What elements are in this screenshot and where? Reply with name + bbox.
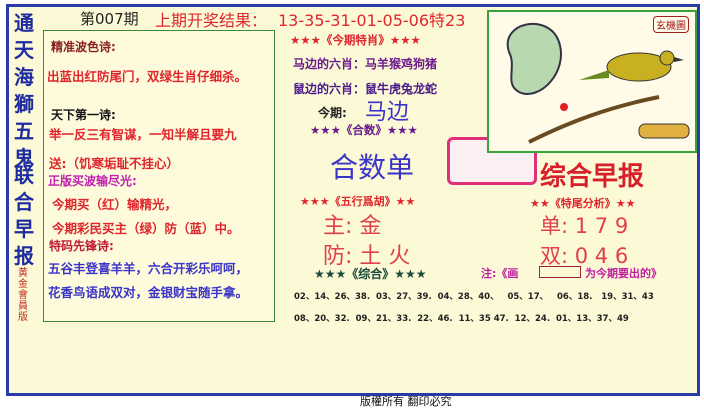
rat-side: 鼠边的六肖：鼠牛虎兔龙蛇 bbox=[293, 82, 438, 96]
side-small-label: 黄金會員版 bbox=[18, 268, 28, 323]
sum-value: 合数单 bbox=[330, 151, 415, 184]
sum-title: ★★★《合数》★★★ bbox=[310, 123, 418, 137]
poem-line: 出蓝出红防尾门，双绿生肖仔细杀。 bbox=[47, 69, 248, 84]
side-char: 早 bbox=[14, 217, 34, 241]
side-char: 天 bbox=[14, 38, 34, 62]
logo-seal: 玄機圖 bbox=[653, 16, 689, 33]
wuxing-guard: 防: 土 火 bbox=[323, 244, 411, 269]
this-period-value: 马边 bbox=[365, 100, 410, 125]
side-char: 鬼 bbox=[14, 146, 34, 170]
side-char: 海 bbox=[14, 65, 34, 89]
this-period-label: 今期: bbox=[318, 106, 347, 120]
side-char: 五 bbox=[14, 119, 34, 143]
bird-branch-image bbox=[506, 23, 690, 144]
poem-box bbox=[43, 30, 275, 322]
note-box bbox=[539, 266, 581, 278]
copyright-footer: 版權所有 翻印必究 bbox=[360, 395, 452, 408]
poem-line: 五谷丰登喜羊羊，六合开彩乐呵呵， bbox=[48, 261, 249, 276]
side-char: 獅 bbox=[14, 92, 34, 116]
last-result-label: 上期开奖结果： bbox=[155, 11, 268, 30]
side-char: 通 bbox=[14, 11, 34, 35]
combo-numbers-row: 02、14、26、38. 03、27、39. 04、28、40、 05、17、 … bbox=[294, 292, 654, 302]
poem-title: 正版买波输尽光: bbox=[48, 174, 137, 188]
combo-note: 注:《画 bbox=[481, 267, 519, 280]
tail-title: ★★《特尾分析》★★ bbox=[530, 197, 636, 210]
side-char: 报 bbox=[14, 244, 34, 268]
poem-line: 花香鸟语成双对，金银财宝随手拿。 bbox=[48, 285, 249, 300]
poem-line: 送:（饥寒垢耻不挂心） bbox=[49, 156, 179, 171]
poem-line: 举一反三有智谋，一知半解且要九 bbox=[49, 127, 237, 142]
brand-title: 综合早报 bbox=[540, 162, 645, 192]
combo-note-end: 为今期要出的》 bbox=[585, 267, 662, 280]
side-title-bottom: 联 合 早 报 bbox=[12, 162, 36, 270]
special-title: ★★★《今期特肖》★★★ bbox=[290, 33, 421, 47]
issue-number: 第007期 bbox=[80, 10, 139, 28]
last-result: 13-35-31-01-05-06特23 bbox=[278, 11, 466, 30]
poem-line: 今期买（红）输精光， bbox=[52, 197, 178, 212]
combo-numbers-row: 08、20、32. 09、21、33. 22、46. 11、35 47. 12、… bbox=[294, 314, 629, 324]
bird-illustration: 玄機圖 bbox=[487, 10, 697, 153]
side-char: 合 bbox=[14, 190, 34, 214]
wuxing-main: 主: 金 bbox=[323, 214, 382, 239]
side-title-top: 通 天 海 獅 五 鬼 bbox=[12, 10, 36, 172]
combo-title: ★★★《综合》★★★ bbox=[314, 267, 427, 281]
poem-line: 今期彩民买主（绿）防（蓝）中。 bbox=[52, 221, 240, 236]
tail-even: 双: 0 4 6 bbox=[540, 244, 629, 268]
poem-title: 天下第一诗: bbox=[51, 108, 116, 122]
poem-title: 精准波色诗: bbox=[51, 40, 116, 54]
side-char: 联 bbox=[14, 163, 34, 187]
horse-side: 马边的六肖：马羊猴鸡狗猪 bbox=[293, 57, 438, 71]
wuxing-title: ★★★《五行爲胡》★★ bbox=[300, 195, 416, 208]
poem-title: 特码先锋诗: bbox=[49, 239, 114, 253]
tail-odd: 单: 1 7 9 bbox=[540, 214, 629, 238]
